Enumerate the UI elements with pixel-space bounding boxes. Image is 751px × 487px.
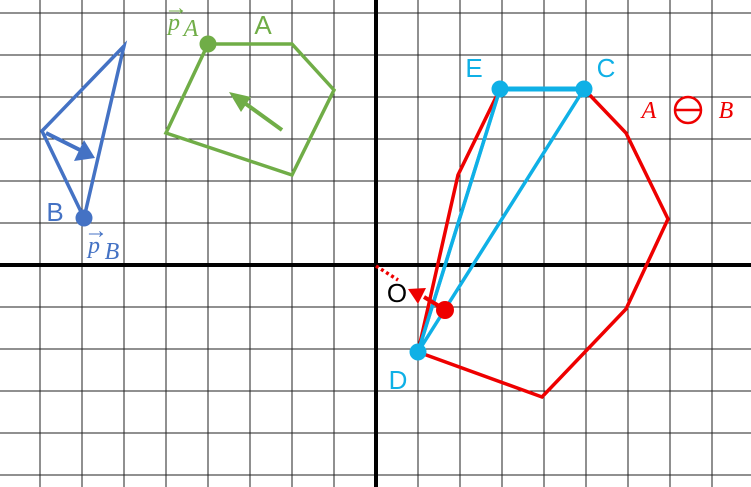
simplex-edge-ed [416, 88, 502, 353]
direction-arrow-b [45, 131, 83, 153]
closest-point [436, 301, 454, 319]
label-p-b: → p B [84, 218, 120, 265]
label-p-a-base: p [166, 10, 180, 36]
triangle-b [39, 40, 128, 224]
pentagon-a [163, 42, 337, 178]
label-p-b-sub: B [105, 239, 120, 265]
minkowski-difference [415, 87, 670, 400]
direction-arrowhead-origin [408, 288, 426, 304]
label-b: B [46, 197, 63, 227]
label-p-a: → p A [164, 0, 199, 42]
label-minkowski: A B [640, 95, 734, 125]
point-c [575, 80, 593, 98]
label-a: A [254, 10, 272, 40]
point-e [491, 80, 509, 98]
direction-arrow-a [244, 102, 284, 132]
label-p-a-arrow: → [164, 0, 188, 21]
dotted-line-to-origin [375, 264, 399, 282]
point-b [75, 209, 93, 227]
simplex [409, 80, 593, 361]
direction-arrowhead-b [74, 140, 95, 161]
label-d: D [389, 365, 408, 395]
label-e: E [465, 53, 482, 83]
point-a [199, 35, 217, 53]
label-c: C [597, 53, 616, 83]
closest-point-group [375, 264, 454, 319]
label-p-b-base: p [86, 233, 100, 259]
shape-a [163, 35, 337, 178]
label-p-b-arrow: → [84, 218, 108, 244]
label-minkowski-a: A [640, 98, 657, 124]
minkowski-polygon [415, 87, 670, 400]
label-p-a-sub: A [182, 16, 199, 42]
direction-arrowhead-a [229, 92, 251, 112]
shape-b [39, 40, 128, 227]
label-minkowski-b: B [719, 98, 734, 124]
point-d [409, 343, 427, 361]
label-origin: O [387, 278, 407, 308]
